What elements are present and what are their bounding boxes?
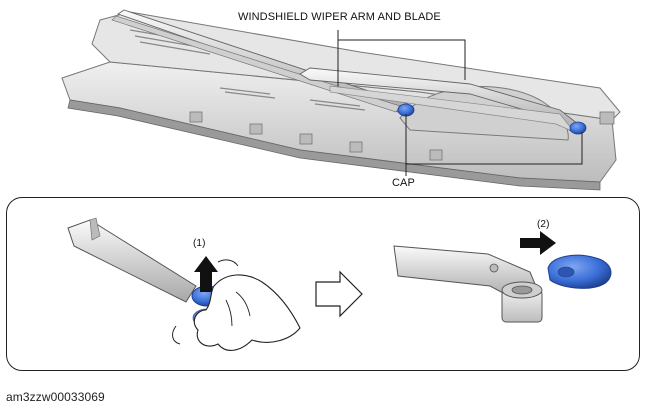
cowl-panel-front-lip: [67, 99, 601, 191]
up-arrow-icon: [194, 256, 218, 292]
detail-cap-step2: [547, 254, 612, 289]
hand-outline: [193, 274, 301, 351]
detail-arm-step1: [67, 219, 197, 303]
figure-id: am3zzw00033069: [6, 390, 105, 404]
cowl-panel-illustration: [61, 9, 621, 191]
pivot-cap-right: [569, 121, 587, 135]
step-1-label: (1): [193, 238, 206, 249]
cap-label-leaders: [405, 114, 583, 176]
step-2-label: (2): [537, 219, 550, 230]
cap-label: CAP: [392, 177, 415, 189]
right-arrow-icon: [520, 231, 556, 255]
hollow-right-arrow-icon: [315, 270, 363, 318]
wiper-assembly-label: WINDSHIELD WIPER ARM AND BLADE: [238, 11, 441, 23]
wiper-label-leaders: [337, 30, 466, 86]
detail-step2-illustration: [393, 231, 612, 323]
cowl-mount-tabs: [189, 111, 615, 161]
detail-frame: [6, 197, 640, 371]
wiper-blade-right: [329, 85, 575, 133]
detail-step1-illustration: [67, 217, 301, 351]
